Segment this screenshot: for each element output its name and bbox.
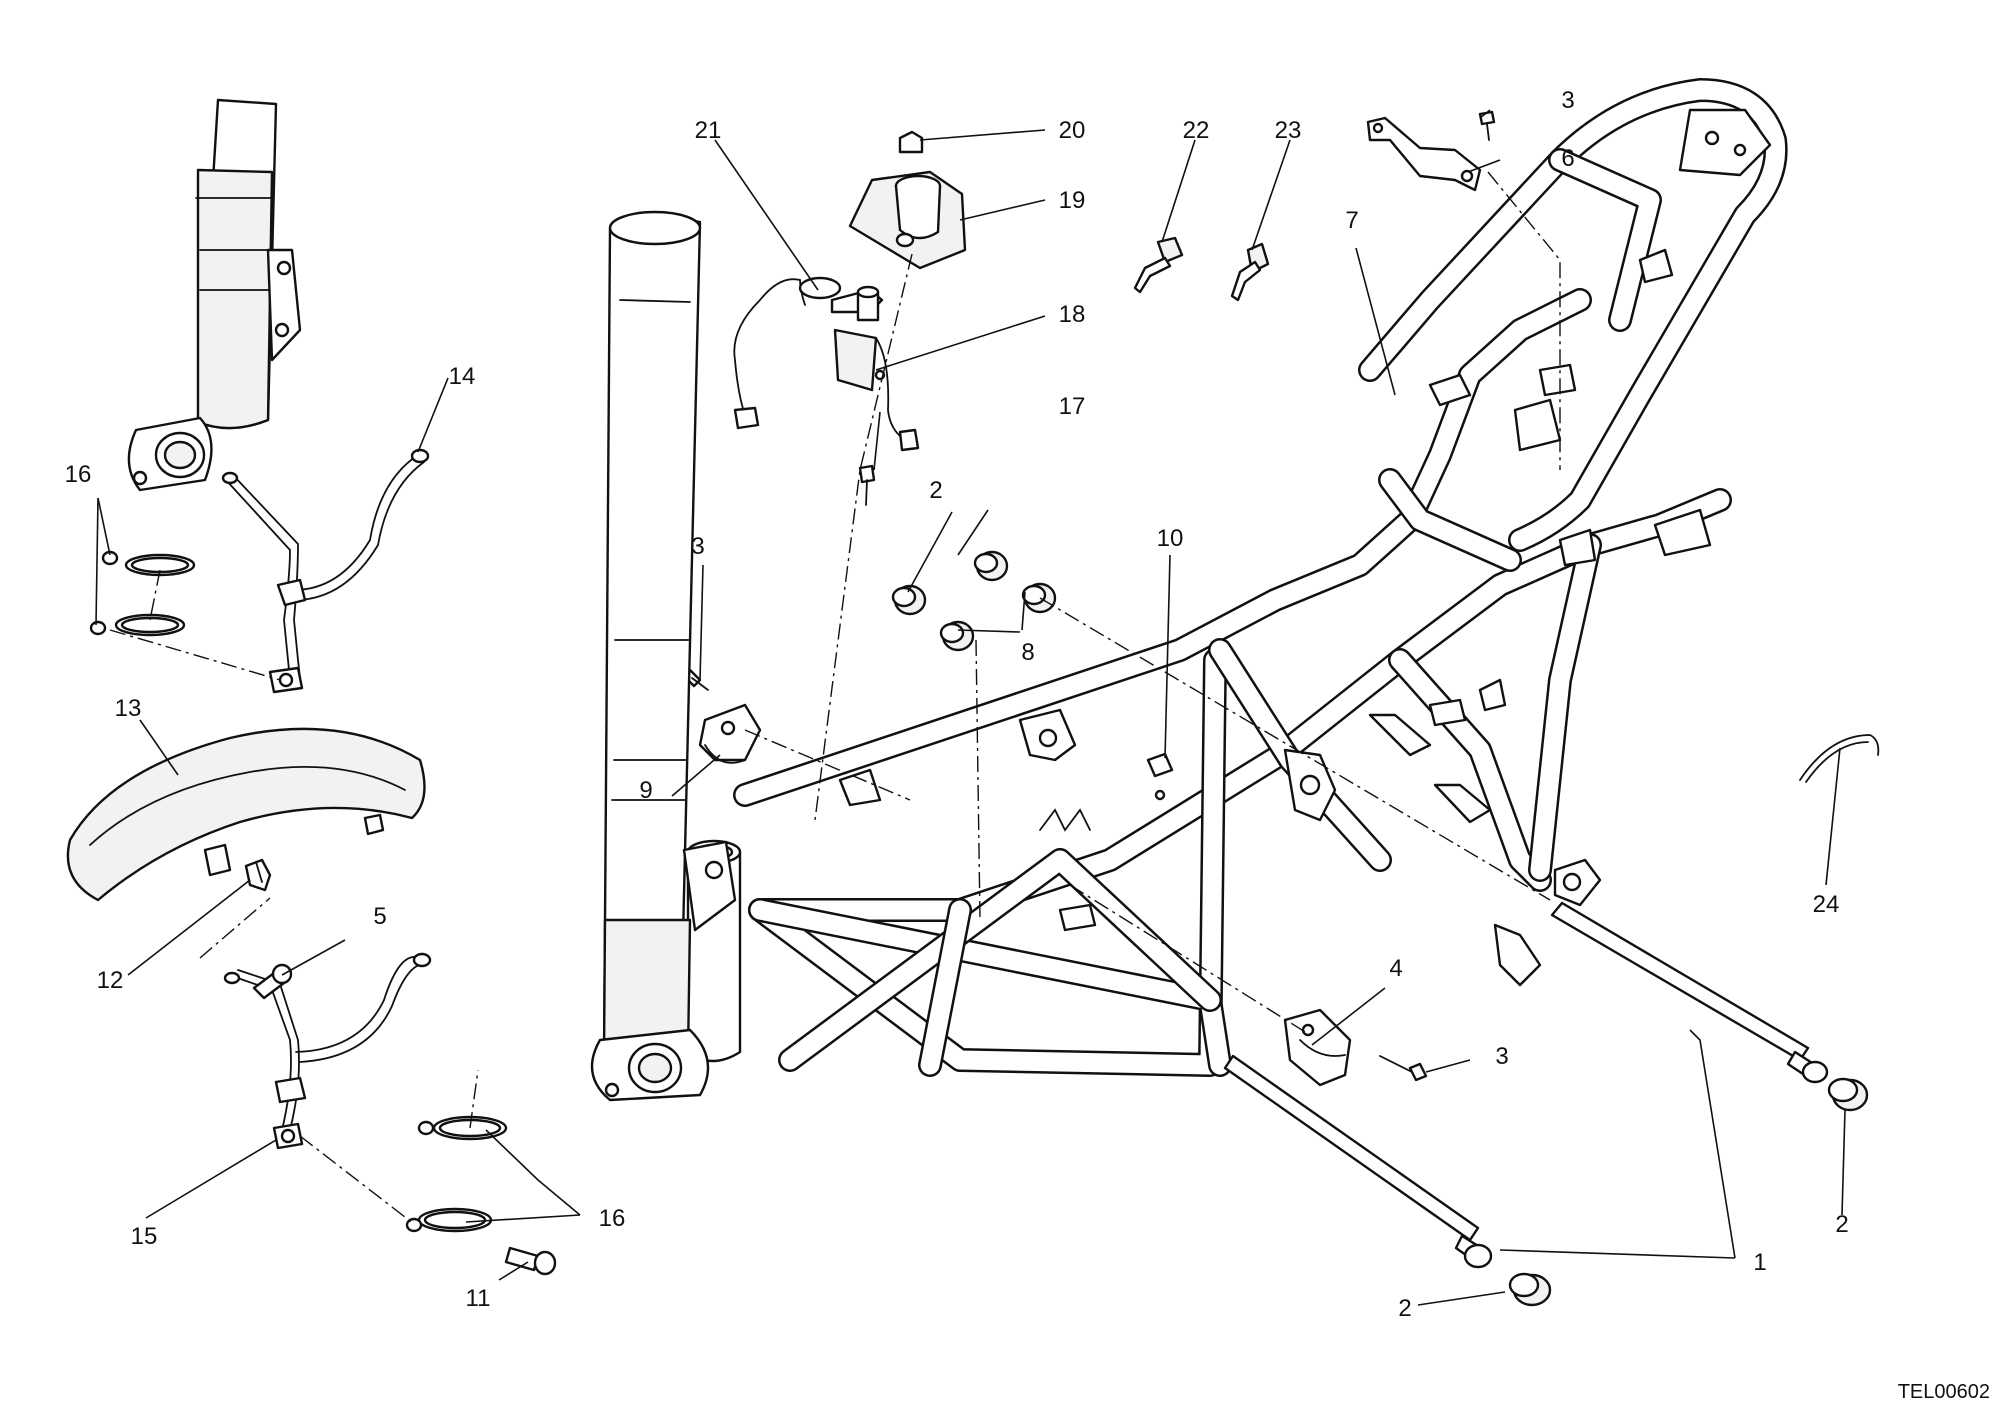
- drawing-code: TEL00602: [1898, 1381, 1990, 1403]
- callout-17: 17: [1059, 393, 1086, 420]
- callout-12: 12: [97, 967, 124, 994]
- pin-17: [858, 464, 876, 506]
- cap-20: [898, 130, 924, 154]
- callout-23: 23: [1275, 117, 1302, 144]
- callout-10: 10: [1157, 525, 1184, 552]
- callout-4: 4: [1389, 955, 1402, 982]
- clip-10: [1146, 752, 1174, 801]
- callout-11: 11: [466, 1285, 491, 1312]
- screw-3-right: [1379, 1055, 1428, 1082]
- plate-bracket-6: [1366, 116, 1482, 192]
- callout-numbers: 1 2 2 2 3 3 3 4 5 6 7 8 9 10 11 12 13 14…: [65, 87, 1849, 1322]
- tie-rod-front: [1223, 1054, 1493, 1269]
- front-mudguard-13: [66, 727, 426, 902]
- callout-6: 6: [1561, 145, 1574, 172]
- callout-14: 14: [449, 363, 476, 390]
- main-frame: [686, 78, 1788, 1077]
- lock-cover-19: [848, 170, 967, 270]
- bracket-4: [1283, 1008, 1352, 1087]
- callout-1: 1: [1753, 1249, 1766, 1276]
- cable-tie-24: [1799, 734, 1880, 783]
- clamp-rings-16-left: [89, 550, 196, 637]
- callout-3-top: 3: [1561, 87, 1574, 114]
- assembly-lines: [109, 171, 1561, 1225]
- callout-7: 7: [1345, 207, 1358, 234]
- clamp-rings-16-right: [405, 1115, 508, 1233]
- callout-13: 13: [115, 695, 142, 722]
- callout-2-right: 2: [1835, 1211, 1848, 1238]
- callout-22: 22: [1183, 117, 1210, 144]
- bracket-9: [698, 703, 762, 764]
- clip-12: [244, 858, 272, 892]
- callout-21: 21: [695, 117, 722, 144]
- callout-8: 8: [1021, 639, 1034, 666]
- callout-19: 19: [1059, 187, 1086, 214]
- callout-15: 15: [131, 1223, 158, 1250]
- callout-3-left: 3: [691, 533, 704, 560]
- tie-rod-rear: [1550, 901, 1829, 1084]
- frame-plug-right: [1827, 1077, 1869, 1112]
- frame-plug-bottom: [1508, 1272, 1552, 1307]
- wire-21: [733, 276, 842, 430]
- leader-lines: [95, 109, 1846, 1306]
- rubber-grommets: [891, 550, 1057, 652]
- screw-11: [504, 1246, 557, 1276]
- callout-9: 9: [639, 777, 652, 804]
- callout-3-right: 3: [1495, 1043, 1508, 1070]
- hose-guide-15: [223, 952, 432, 1150]
- rear-subframe: [1358, 78, 1788, 552]
- fork-leg-left: [127, 98, 302, 492]
- callout-24: 24: [1813, 891, 1840, 918]
- callout-5: 5: [373, 903, 386, 930]
- callout-2-bottom: 2: [1398, 1295, 1411, 1322]
- callout-18: 18: [1059, 301, 1086, 328]
- callout-16-left: 16: [65, 461, 92, 488]
- fork-leg-right: [590, 210, 737, 1102]
- callout-16-right: 16: [599, 1205, 626, 1232]
- screw-5: [252, 963, 293, 1000]
- key-23: [1230, 242, 1270, 302]
- callout-2-grommets: 2: [929, 477, 942, 504]
- hose-guide-14: [221, 448, 430, 694]
- lock-body-18: [830, 285, 920, 452]
- callout-20: 20: [1059, 117, 1086, 144]
- key-22: [1133, 236, 1184, 294]
